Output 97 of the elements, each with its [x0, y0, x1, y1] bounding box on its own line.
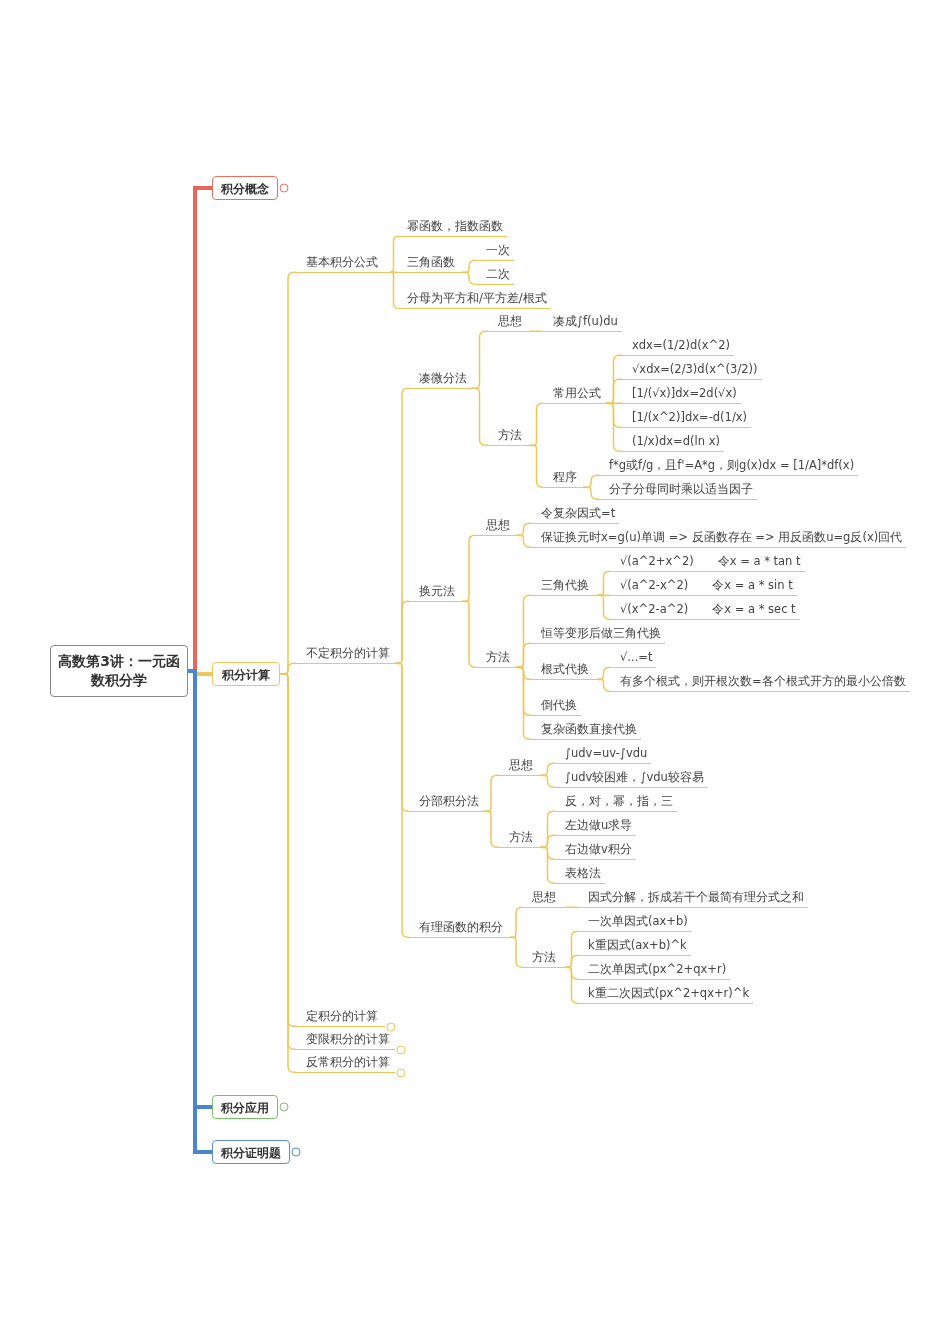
- branch-topic: 变限积分的计算: [296, 1029, 395, 1050]
- branch-topic: 恒等变形后做三角代换: [531, 623, 665, 644]
- branch-topic: 根式代换: [531, 659, 597, 680]
- branch-topic: f*g或f/g，且f'=A*g，则g(x)dx = [1/A]*df(x): [599, 455, 859, 476]
- branch-connector: [596, 570, 611, 596]
- branch-topic: k重因式(ax+b)^k: [578, 935, 691, 956]
- branch-topic: 反常积分的计算: [296, 1052, 395, 1073]
- branch-topic: 基本积分公式: [296, 252, 390, 273]
- branch-topic: ∫udv=uv-∫vdu: [555, 743, 652, 764]
- branch-connector: [461, 259, 477, 273]
- branch-connector: [515, 534, 532, 548]
- branch-topic: k重二次因式(px^2+qx+r)^k: [578, 983, 754, 1004]
- branch-topic: 常用公式: [543, 383, 605, 404]
- topic-text: 令x = a * sin t: [712, 577, 793, 594]
- branch-connector: [470, 330, 489, 389]
- branch-topic: 思想: [488, 311, 530, 332]
- branch-connector: [389, 235, 398, 273]
- branch-topic: 令复杂因式=t: [531, 503, 620, 524]
- branch-connector: [461, 534, 477, 602]
- branch-topic: 思想: [476, 515, 516, 536]
- branch-connector: [539, 762, 556, 776]
- branch-connector: [529, 444, 544, 488]
- branch-topic: 一次单因式(ax+b): [578, 911, 692, 932]
- branch-topic: (1/x)dx=d(ln x): [622, 431, 724, 452]
- branch-connector: [515, 522, 532, 536]
- main-topic-box: 积分应用: [212, 1095, 278, 1119]
- branch-topic: 右边做v积分: [555, 839, 636, 860]
- branch-connector: [596, 678, 611, 692]
- branch-connector: [515, 642, 532, 668]
- topic-text: √(a^2-x^2): [620, 577, 689, 594]
- branch-connector: [529, 330, 544, 332]
- branch-connector: [596, 594, 611, 620]
- branch-topic: 表格法: [555, 863, 605, 884]
- branch-topic: 反，对，幂，指，三: [555, 791, 677, 812]
- branch-connector: [394, 662, 410, 938]
- branch-topic: 分部积分法: [409, 791, 483, 812]
- branch-connector: [389, 271, 398, 309]
- branch-topic: 有多个根式，则开根次数=各个根式开方的最小公倍数: [610, 671, 910, 692]
- branch-topic: 程序: [543, 467, 583, 488]
- branch-connector: [596, 666, 611, 680]
- branch-topic: 不定积分的计算: [296, 643, 395, 664]
- branch-topic: 因式分解，拆成若干个最简有理分式之和: [578, 887, 808, 908]
- branch-topic: 定积分的计算: [296, 1006, 385, 1027]
- topic-text: √(a^2+x^2): [620, 553, 694, 570]
- branch-topic: 分子分母同时乘以适当因子: [599, 479, 757, 500]
- topic-text: 令x = a * tan t: [717, 553, 801, 570]
- branch-topic: [1/(x^2)]dx=-d(1/x): [622, 407, 752, 428]
- branch-topic: 有理函数的积分: [409, 917, 510, 938]
- branch-topic: [1/(√x)]dx=2d(√x): [622, 383, 741, 404]
- branch-topic: 换元法: [409, 581, 462, 602]
- branch-topic: xdx=(1/2)d(x^2): [622, 335, 735, 356]
- branch-connector: [582, 474, 600, 488]
- branch-topic: 凑微分法: [409, 368, 471, 389]
- branch-connector: [509, 936, 523, 968]
- branch-connector: [604, 402, 623, 452]
- branch-connector: [564, 966, 579, 1004]
- branch-connector: [461, 271, 477, 285]
- branch-connector: [582, 486, 600, 500]
- branch-connector: [539, 834, 556, 848]
- branch-connector: [564, 954, 579, 968]
- branch-connector: [539, 774, 556, 788]
- branch-connector: [461, 600, 477, 668]
- main-topic-box: 积分概念: [212, 176, 278, 200]
- branch-topic: 保证换元时x=g(u)单调 => 反函数存在 => 用反函数u=g反(x)回代: [531, 527, 907, 548]
- branch-topic: 二次单因式(px^2+qx+r): [578, 959, 731, 980]
- branch-topic: 分母为平方和/平方差/根式: [397, 288, 551, 309]
- branch-connector: [529, 402, 544, 446]
- branch-topic: 一次: [476, 240, 514, 261]
- branch-topic: 思想: [499, 755, 540, 776]
- branch-connector: [470, 387, 489, 446]
- topic-text: 令x = a * sec t: [712, 601, 796, 618]
- branch-topic: 三角代换: [531, 575, 597, 596]
- branch-topic: 倒代换: [531, 695, 581, 716]
- branch-topic: ∫udv较困难，∫vdu较容易: [555, 767, 708, 788]
- branch-topic: 复杂函数直接代换: [531, 719, 641, 740]
- branch-topic: 方法: [476, 647, 516, 668]
- main-topic-box: 积分证明题: [212, 1140, 290, 1164]
- branch-topic: 方法: [488, 425, 530, 446]
- main-topic-box: 积分计算: [212, 662, 280, 686]
- branch-connector: [509, 906, 523, 938]
- topic-text: √(x^2-a^2): [620, 601, 689, 618]
- branch-connector: [394, 600, 410, 664]
- branch-connector: [564, 906, 579, 908]
- branch-connector: [515, 666, 532, 740]
- branch-topic: √xdx=(2/3)d(x^(3/2)): [622, 359, 762, 380]
- branch-topic: 左边做u求导: [555, 815, 637, 836]
- branch-topic: 方法: [522, 947, 565, 968]
- central-topic-box: 高数第3讲：一元函数积分学: [50, 645, 188, 697]
- branch-topic: 幂函数，指数函数: [397, 216, 507, 237]
- branch-connector: [604, 378, 623, 404]
- branch-topic: √...=t: [610, 647, 657, 668]
- branch-connector: [539, 846, 556, 884]
- branch-topic: 三角函数: [397, 252, 462, 273]
- branch-topic: 二次: [476, 264, 514, 285]
- branch-topic: 方法: [499, 827, 540, 848]
- branch-topic: 凑成∫f(u)du: [543, 311, 622, 332]
- branch-topic: 思想: [522, 887, 565, 908]
